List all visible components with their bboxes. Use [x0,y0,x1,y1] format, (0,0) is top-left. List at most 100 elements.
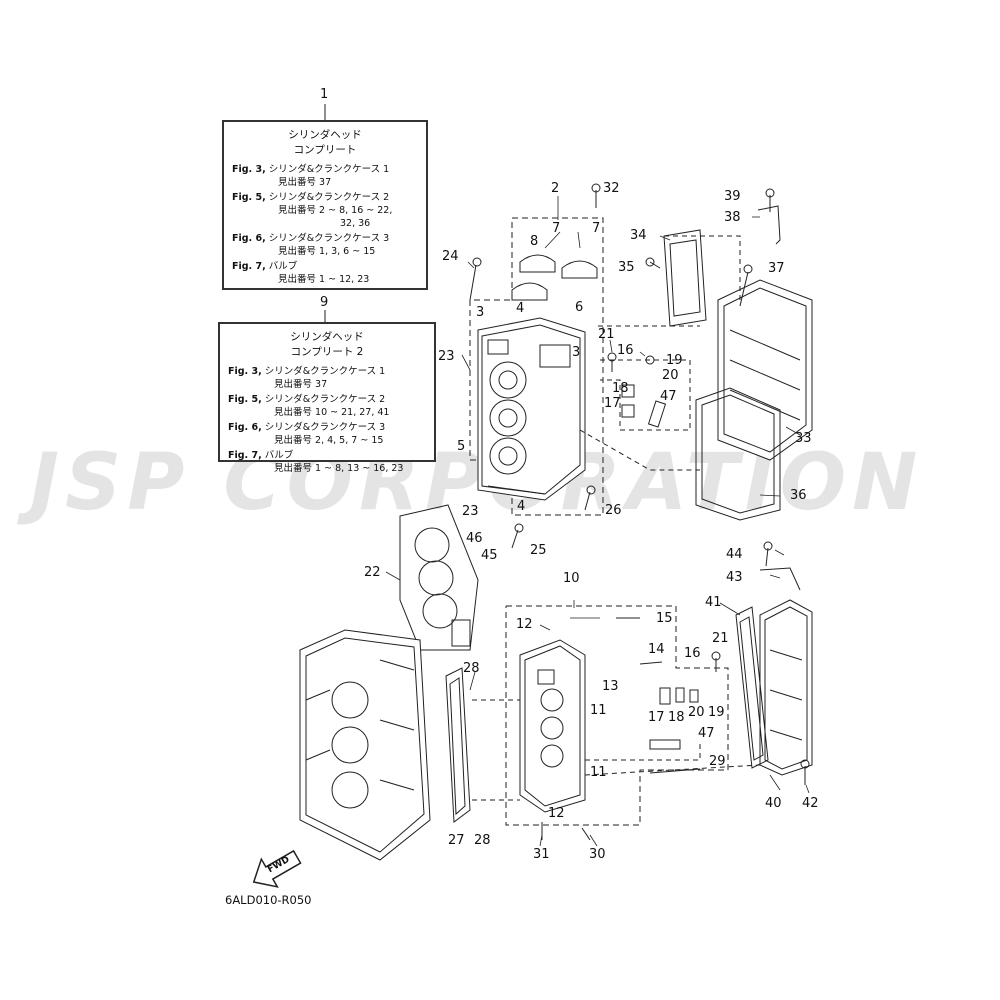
callout-part: 14 [648,642,665,657]
callout-part: 11 [590,703,607,718]
diagram-code: 6ALD010-R050 [225,893,312,907]
callout-part: 41 [705,595,722,610]
ref-sub: 見出番号 2 ~ 8, 16 ~ 22, [278,205,393,216]
callout-part: 3 [476,305,485,320]
ref-sub: 見出番号 1, 3, 6 ~ 15 [278,246,376,257]
callout-part: 44 [726,547,743,562]
callout-part: 31 [533,847,550,862]
ref-fig: Fig. 6, [232,233,266,244]
group-outline-10 [505,605,729,826]
cylinder-head-lower [519,639,586,813]
callout-part: 23 [462,504,479,519]
info-box-cylinder-head: シリンダヘッド コンプリート Fig. 3, シリンダ&クランクケース 1 見出… [222,120,428,290]
box-title-line1: シリンダヘッド [290,331,364,343]
plate-34 [663,229,707,327]
callout-part: 21 [712,631,729,646]
callout-part: 19 [666,353,683,368]
ref-text: シリンダ&クランクケース 3 [268,233,390,244]
callout-part: 40 [765,796,782,811]
cover-gasket-upper [695,387,781,521]
callout-part: 47 [698,726,715,741]
info-box-cylinder-head-2: シリンダヘッド コンプリート 2 Fig. 3, シリンダ&クランクケース 1 … [218,322,436,474]
ref-text: シリンダ&クランクケース 1 [268,164,390,175]
callout-part: 26 [605,503,622,518]
callout-part: 45 [481,548,498,563]
callout-part: 42 [802,796,819,811]
ref-fig: Fig. 5, [228,394,262,405]
cylinder-head-upper [477,317,586,501]
callout-9: 9 [320,295,329,310]
callout-part: 15 [656,611,673,626]
callout-part: 12 [516,617,533,632]
ref-fig: Fig. 3, [232,164,266,175]
callout-part: 23 [438,349,455,364]
callout-part: 35 [618,260,635,275]
callout-part: 12 [548,806,565,821]
callout-part: 34 [630,228,647,243]
ref-sub: 見出番号 37 [274,379,328,390]
box-ref: Fig. 7, バルブ [232,260,418,273]
box-title-line2: コンプリート 2 [290,346,364,358]
ref-fig: Fig. 3, [228,366,262,377]
callout-part: 37 [768,261,785,276]
callout-part: 4 [516,301,525,316]
callout-part: 19 [708,705,725,720]
callout-part: 2 [551,181,560,196]
box-ref: Fig. 5, シリンダ&クランクケース 2 [232,191,418,204]
ref-sub: 見出番号 37 [278,177,332,188]
callout-part: 13 [602,679,619,694]
callout-part: 28 [463,661,480,676]
fwd-arrow-shape [252,849,302,888]
ref-text: シリンダ&クランクケース 3 [264,422,386,433]
callout-1: 1 [320,87,329,102]
callout-part: 25 [530,543,547,558]
box-title-line2: コンプリート [293,144,357,156]
callout-part: 11 [590,765,607,780]
callout-part: 24 [442,249,459,264]
ref-sub: 見出番号 10 ~ 21, 27, 41 [274,407,390,418]
callout-part: 39 [724,189,741,204]
callout-part: 16 [617,343,634,358]
bracket-43 [759,567,801,591]
callout-part: 16 [684,646,701,661]
ref-sub: 見出番号 2, 4, 5, 7 ~ 15 [274,435,384,446]
leader-lines [385,196,810,847]
callout-part: 3 [572,345,581,360]
callout-part: 30 [589,847,606,862]
sensor-parts [621,355,699,705]
callout-part: 27 [448,833,465,848]
box-ref: Fig. 3, シリンダ&クランクケース 1 [228,365,426,378]
ref-text: バルブ [268,261,298,272]
ref-sub: 見出番号 1 ~ 12, 23 [278,274,370,285]
callout-part: 8 [530,234,539,249]
callout-part: 7 [552,221,561,236]
box-ref: Fig. 7, バルブ [228,449,426,462]
callout-part: 22 [364,565,381,580]
ref-fig: Fig. 6, [228,422,262,433]
callout-part: 32 [603,181,620,196]
ref-text: シリンダ&クランクケース 1 [264,366,386,377]
cover-gasket-lower [735,606,769,769]
side-gasket-27 [445,667,471,823]
ref-text: シリンダ&クランクケース 2 [268,192,390,203]
ref-text: シリンダ&クランクケース 2 [264,394,386,405]
callout-part: 7 [592,221,601,236]
ref-sub: 見出番号 1 ~ 8, 13 ~ 16, 23 [274,463,404,474]
callout-part: 38 [724,210,741,225]
callout-part: 18 [668,710,685,725]
callout-part: 33 [795,431,812,446]
ref-fig: Fig. 7, [232,261,266,272]
callout-part: 28 [474,833,491,848]
cylinder-head-gasket [399,504,479,651]
ref-text: バルブ [264,450,294,461]
box-title-line1: シリンダヘッド [288,129,362,141]
box-ref: Fig. 3, シリンダ&クランクケース 1 [232,163,418,176]
callout-part: 46 [466,531,483,546]
head-cover-lower [759,599,813,776]
box-ref: Fig. 6, シリンダ&クランクケース 3 [228,421,426,434]
bracket-38 [757,205,781,245]
callout-part: 5 [457,439,466,454]
head-cover-upper [717,279,813,461]
